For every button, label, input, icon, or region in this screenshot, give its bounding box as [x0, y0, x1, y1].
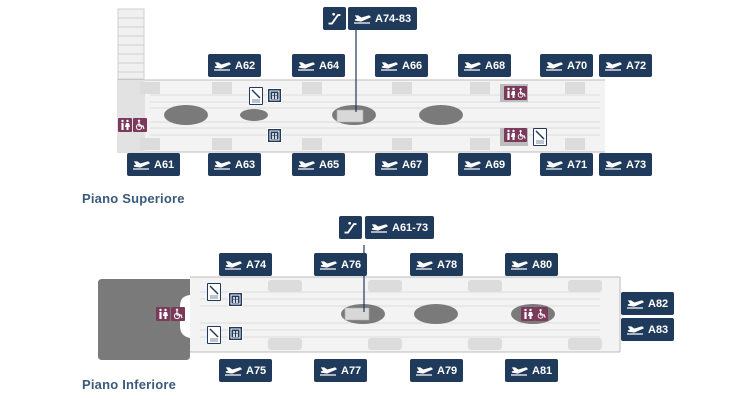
gate-a81: A81: [505, 359, 559, 382]
gate-a83: A83: [621, 318, 675, 341]
airplane-icon: [224, 365, 242, 377]
gate-a67: A67: [375, 153, 429, 176]
gate-label: A77: [341, 364, 362, 377]
gate-a70: A70: [540, 54, 594, 77]
gate-a66: A66: [375, 54, 429, 77]
airplane-icon: [370, 222, 388, 234]
upper-floor-plan: [117, 8, 605, 153]
gate-label: A71: [567, 158, 588, 171]
gate-a82: A82: [621, 292, 675, 315]
gate-label: A70: [567, 59, 588, 72]
airplane-icon: [297, 60, 315, 72]
wheelchair-icon: [535, 307, 548, 321]
gate-a62: A62: [208, 54, 262, 77]
gate-label: A65: [319, 158, 340, 171]
gate-a71: A71: [540, 153, 594, 176]
airplane-icon: [545, 159, 563, 171]
no-smoking-icon: [249, 87, 263, 105]
airplane-icon: [353, 13, 371, 25]
gate-label: A76: [341, 258, 362, 271]
gate-a69: A69: [458, 153, 512, 176]
elevator-icon: [267, 88, 282, 103]
gate-label: A63: [235, 158, 256, 171]
airplane-icon: [297, 159, 315, 171]
airplane-icon: [132, 159, 150, 171]
wheelchair-icon: [515, 128, 527, 142]
gate-transfer-upper: A74-83: [348, 7, 418, 30]
airplane-icon: [415, 259, 433, 271]
restroom-icon: [504, 86, 518, 100]
gate-label: A66: [402, 59, 423, 72]
gate-a63: A63: [208, 153, 262, 176]
airplane-icon: [510, 365, 528, 377]
escalator-icon: [323, 7, 346, 30]
gate-a80: A80: [505, 253, 559, 276]
wheelchair-icon: [515, 86, 527, 100]
gate-a78: A78: [410, 253, 464, 276]
gate-label: A78: [437, 258, 458, 271]
airplane-icon: [463, 159, 481, 171]
lower-floor-label: Piano Inferiore: [82, 377, 177, 392]
restroom-icon: [521, 307, 535, 321]
gate-label: A67: [402, 158, 423, 171]
elevator-icon: [228, 326, 243, 341]
airplane-icon: [626, 324, 644, 336]
gate-label: A82: [648, 297, 669, 310]
gate-label: A72: [626, 59, 647, 72]
no-smoking-icon: [533, 128, 547, 146]
gate-label: A73: [626, 158, 647, 171]
elevator-icon: [228, 292, 243, 307]
gate-label: A74: [246, 258, 267, 271]
gate-a73: A73: [599, 153, 653, 176]
elevator-icon: [267, 128, 282, 143]
gate-label: A79: [437, 364, 458, 377]
gate-label: A83: [648, 323, 669, 336]
smoking-area-icon: [207, 283, 221, 301]
gate-label: A74-83: [375, 12, 412, 25]
escalator-icon: [339, 216, 362, 239]
airplane-icon: [545, 60, 563, 72]
gate-a79: A79: [410, 359, 464, 382]
airplane-icon: [604, 60, 622, 72]
restroom-icon: [156, 307, 170, 321]
gate-label: A80: [532, 258, 553, 271]
wheelchair-icon: [133, 118, 147, 132]
gate-a77: A77: [314, 359, 368, 382]
gate-a74: A74: [219, 253, 273, 276]
airplane-icon: [510, 259, 528, 271]
airplane-icon: [213, 60, 231, 72]
airplane-icon: [224, 259, 242, 271]
airplane-icon: [319, 259, 337, 271]
airplane-icon: [415, 365, 433, 377]
gate-label: A61-73: [392, 221, 429, 234]
gate-transfer-lower: A61-73: [365, 216, 435, 239]
restroom-icon: [118, 118, 132, 132]
gate-a61: A61: [127, 153, 181, 176]
gate-label: A61: [154, 158, 175, 171]
upper-floor-label: Piano Superiore: [82, 191, 185, 206]
airplane-icon: [463, 60, 481, 72]
lower-floor-plan: [98, 245, 621, 360]
airplane-icon: [380, 159, 398, 171]
gate-a76: A76: [314, 253, 368, 276]
gate-label: A62: [235, 59, 256, 72]
gate-label: A81: [532, 364, 553, 377]
gate-a68: A68: [458, 54, 512, 77]
gate-a72: A72: [599, 54, 653, 77]
no-smoking-icon: [207, 326, 221, 344]
airplane-icon: [380, 60, 398, 72]
airplane-icon: [213, 159, 231, 171]
gate-a64: A64: [292, 54, 346, 77]
airplane-icon: [604, 159, 622, 171]
restroom-icon: [504, 128, 518, 142]
gate-label: A75: [246, 364, 267, 377]
airplane-icon: [319, 365, 337, 377]
wheelchair-icon: [171, 307, 185, 321]
airplane-icon: [626, 298, 644, 310]
gate-label: A68: [485, 59, 506, 72]
gate-label: A64: [319, 59, 340, 72]
gate-label: A69: [485, 158, 506, 171]
gate-a75: A75: [219, 359, 273, 382]
gate-a65: A65: [292, 153, 346, 176]
